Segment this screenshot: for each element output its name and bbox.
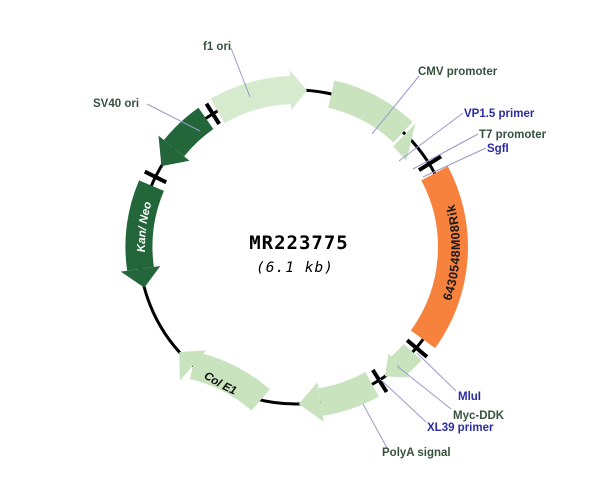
kan-sv40-junction-tick [143, 169, 168, 185]
vp15-primer-leader-line [398, 112, 464, 162]
f1-ori-leader-line [230, 47, 251, 98]
sv40-ori-leader-line [146, 103, 201, 132]
feature-sv40-ori [158, 107, 214, 167]
cmv-promoter-label: CMV promoter [418, 66, 498, 78]
t7-promoter-leader-line [412, 133, 479, 170]
feature-kan-neo: Kan/ Neo [120, 180, 165, 288]
kan-neo-arc [125, 180, 165, 271]
myc-ddk-arc [390, 343, 422, 375]
f1-ori-label: f1 ori [203, 41, 231, 53]
polya-label: PolyA signal [382, 447, 451, 459]
plasmid-name-label: MR223775 [249, 232, 349, 254]
vp15-primer-label: VP1.5 primer [464, 108, 535, 120]
mlui-leader-line [416, 352, 457, 392]
feature-myc-ddk [384, 343, 422, 378]
orf-arc [410, 166, 468, 349]
f1-ori-arc [210, 76, 292, 124]
plasmid-size-label: (6.1 kb) [256, 260, 334, 276]
myc-ddk-label: Myc-DDK [453, 410, 505, 422]
xl39-site-tick [371, 368, 389, 394]
f1-ori-arrowhead [289, 70, 307, 111]
polya-leader-line [362, 403, 388, 449]
kan-neo-arrowhead [120, 266, 161, 288]
cmv-promoter-leader-line [371, 75, 420, 135]
sgfi-label: SgfI [487, 143, 509, 155]
feature-orf: 6430548M08Rik [410, 166, 468, 349]
sv40-ori-arrowhead [158, 135, 190, 167]
mlui-label: MluI [458, 391, 481, 403]
xl39-primer-label: XL39 primer [427, 422, 494, 434]
sv40-ori-arc [163, 107, 214, 157]
sv40-f1-junction-tick [204, 102, 221, 126]
myc-ddk-leader-line [396, 365, 452, 410]
sv40-ori-label: SV40 ori [93, 98, 139, 110]
cmv-promoter-arrowhead [393, 123, 416, 161]
sgfi-leader-line [422, 147, 487, 178]
feature-polya [298, 371, 379, 422]
feature-cmv-promoter [327, 80, 416, 161]
col-e1-arrowhead [179, 350, 207, 381]
col-e1-arc [189, 351, 270, 411]
polya-arrowhead [298, 382, 324, 422]
feature-col-e1: Col E1 [179, 350, 270, 411]
cmv-promoter-arc [327, 80, 413, 143]
t7-promoter-label: T7 promoter [479, 129, 547, 141]
mlui-site-tick [405, 338, 429, 359]
polya-arc [318, 371, 379, 416]
t7-sgfi-site-tick [417, 154, 443, 172]
xl39-primer-leader-line [379, 378, 427, 423]
feature-f1-ori [210, 70, 307, 124]
